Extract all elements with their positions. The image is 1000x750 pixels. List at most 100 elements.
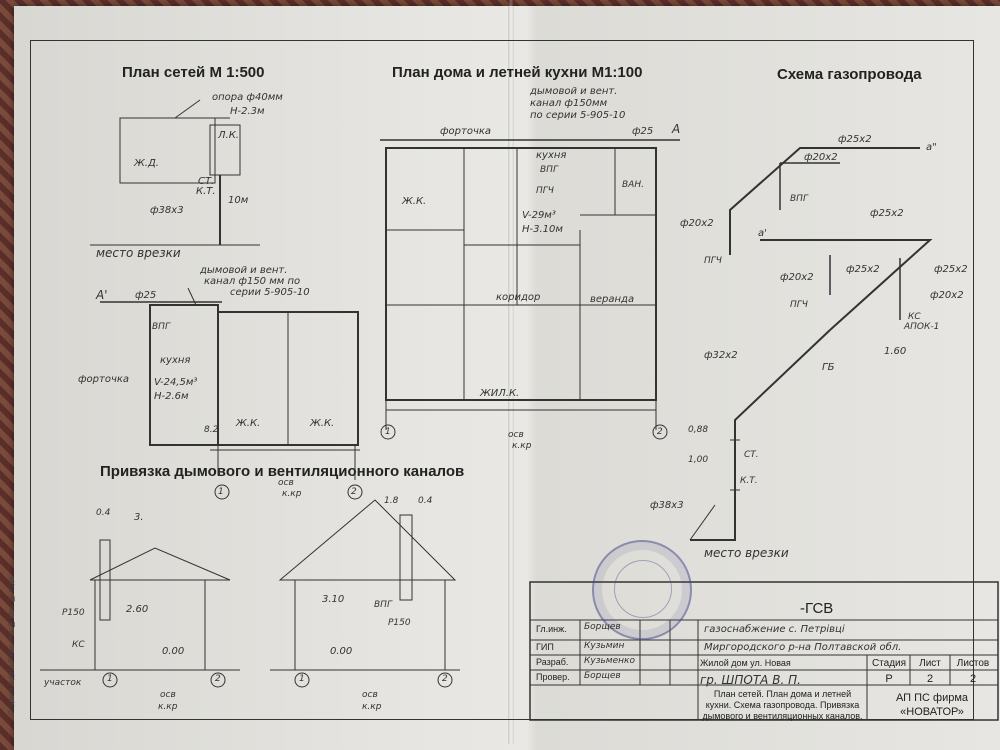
gs-p8: ф20х2 — [930, 290, 964, 301]
hp-note-2: канал ф150мм — [530, 98, 608, 109]
ch-ax1: 1 — [107, 674, 113, 684]
ch-ax2: 2 — [215, 674, 221, 684]
tb-name-3: Борщев — [584, 671, 621, 681]
ch-h1: 2.60 — [126, 604, 149, 615]
side-band: Подпись и дата Взам. инв. № Инв. № подл. — [8, 574, 15, 715]
np-kt: К.Т. — [196, 186, 216, 197]
np-support: опора ф40мм — [212, 92, 283, 103]
gs-a2: а' — [758, 228, 767, 239]
kp-dim: 8.2 — [204, 425, 219, 435]
hp-vpg: ВПГ — [540, 165, 558, 175]
np-height: Н-2.3м — [230, 106, 265, 117]
gs-p9: ф32х2 — [704, 350, 738, 361]
ch-p1: Р150 — [62, 608, 85, 618]
hp-note-1: дымовой и вент. — [530, 86, 618, 97]
kp-axis-1: 1 — [218, 487, 224, 497]
gs-h160: 1.60 — [884, 346, 907, 357]
tb-owner: гр. ШПОТА В. П. — [700, 673, 801, 687]
kp-volume: V-24,5м³ — [154, 377, 198, 388]
gs-a1: а" — [926, 142, 937, 153]
kp-note-2: канал ф150 мм по — [204, 276, 301, 287]
tb-project-2: Миргородского р-на Полтавской обл. — [704, 642, 902, 653]
ch-osb2: осв — [362, 690, 378, 700]
np-kitchen: Л.К. — [218, 130, 239, 141]
ch-z1: 0.00 — [162, 646, 185, 657]
tb-sheets: 2 — [969, 673, 977, 685]
hp-axis-a: А — [672, 122, 681, 136]
network-plan-title: План сетей М 1:500 — [122, 64, 265, 81]
hp-volume: V-29м³ — [522, 210, 556, 221]
ch-d2: 3. — [134, 512, 144, 523]
tb-firm-2: «НОВАТОР» — [900, 706, 964, 718]
hp-axis-1: 1 — [385, 427, 391, 437]
tb-stage: Р — [885, 673, 893, 685]
ch-ax4: 2 — [442, 674, 448, 684]
ch-d3: 1.8 — [384, 496, 399, 506]
tb-firm-1: АП ПС фирма — [895, 692, 969, 704]
hp-kitchen: кухня — [536, 150, 567, 161]
gs-pgch-2: ПГЧ — [790, 300, 808, 310]
kp-pipe: ф25 — [135, 290, 157, 301]
gs-apok: АПОК-1 — [904, 322, 940, 332]
house-plan-title: План дома и летней кухни М1:100 — [392, 64, 643, 81]
hp-pgch: ПГЧ — [536, 186, 554, 196]
gs-p3: ф20х2 — [680, 218, 714, 229]
kp-height: Н-2.6м — [154, 391, 189, 402]
gs-p4: ф25х2 — [870, 208, 904, 219]
gs-p2: ф20х2 — [804, 152, 838, 163]
kp-note-1: дымовой и вент. — [200, 265, 288, 276]
kp-osb: осв — [278, 478, 294, 488]
np-pipe: ф38х3 — [150, 205, 184, 216]
hp-osb: осв — [508, 430, 524, 440]
gs-pgch-1: ПГЧ — [704, 256, 722, 266]
ch-ax3: 1 — [299, 674, 305, 684]
hp-kkr: к.кр — [512, 441, 532, 451]
gs-p5: ф20х2 — [780, 272, 814, 283]
tb-description: План сетей. План дома и летней кухни. Сх… — [702, 689, 863, 721]
kp-room: кухня — [160, 355, 191, 366]
gs-p7: ф25х2 — [934, 264, 968, 275]
np-st: СТ. — [198, 176, 215, 187]
chimney-binding-title: Привязка дымового и вентиляционного кана… — [100, 463, 465, 480]
official-stamp — [592, 540, 692, 640]
gs-gb: ГБ — [822, 362, 835, 373]
drawing-frame — [30, 40, 974, 720]
ch-kkr2: к.кр — [362, 702, 382, 712]
ch-d1: 0.4 — [96, 508, 111, 518]
gs-vpg: ВПГ — [790, 194, 808, 204]
ch-h2: 3.10 — [322, 594, 345, 605]
hp-living: Ж.К. — [402, 196, 427, 207]
gs-p10: ф38х3 — [650, 500, 684, 511]
kp-axis-2: 2 — [351, 487, 357, 497]
hp-pipe: ф25 — [632, 126, 654, 137]
tb-role-3: Провер. — [536, 672, 570, 682]
hp-veranda: веранда — [590, 294, 635, 305]
ch-d4: 0.4 — [418, 496, 433, 506]
tb-stage-hdr: Стадия — [871, 658, 907, 669]
ch-p2: Р150 — [388, 618, 411, 628]
hp-height: Н-3.10м — [522, 224, 563, 235]
gs-p6: ф25х2 — [846, 264, 880, 275]
tb-sheets-hdr: Листов — [956, 658, 990, 669]
np-length: 10м — [228, 195, 249, 206]
kp-vent: форточка — [78, 374, 130, 385]
gs-kt: К.Т. — [740, 476, 758, 486]
hp-bath: ВАН. — [622, 180, 644, 190]
kp-note-3: серии 5-905-10 — [230, 287, 310, 298]
tb-role-2: Разраб. — [536, 657, 569, 667]
kp-living-1: Ж.К. — [236, 418, 261, 429]
tb-building: Жилой дом ул. Новая — [700, 658, 791, 668]
kp-axis-a: А' — [96, 288, 108, 302]
ch-ks: КС — [72, 640, 85, 650]
gs-p1: ф25х2 — [838, 134, 872, 145]
ch-osb1: осв — [160, 690, 176, 700]
gs-h088: 0,88 — [688, 425, 709, 435]
gs-h100: 1,00 — [688, 455, 709, 465]
hp-corridor: коридор — [496, 292, 541, 303]
hp-axis-2: 2 — [657, 427, 663, 437]
ch-uchastok: участок — [44, 678, 82, 688]
ch-kkr1: к.кр — [158, 702, 178, 712]
tb-role-1: ГИП — [536, 642, 554, 652]
ch-vpg: ВПГ — [374, 600, 392, 610]
kp-vpg: ВПГ — [152, 322, 170, 332]
